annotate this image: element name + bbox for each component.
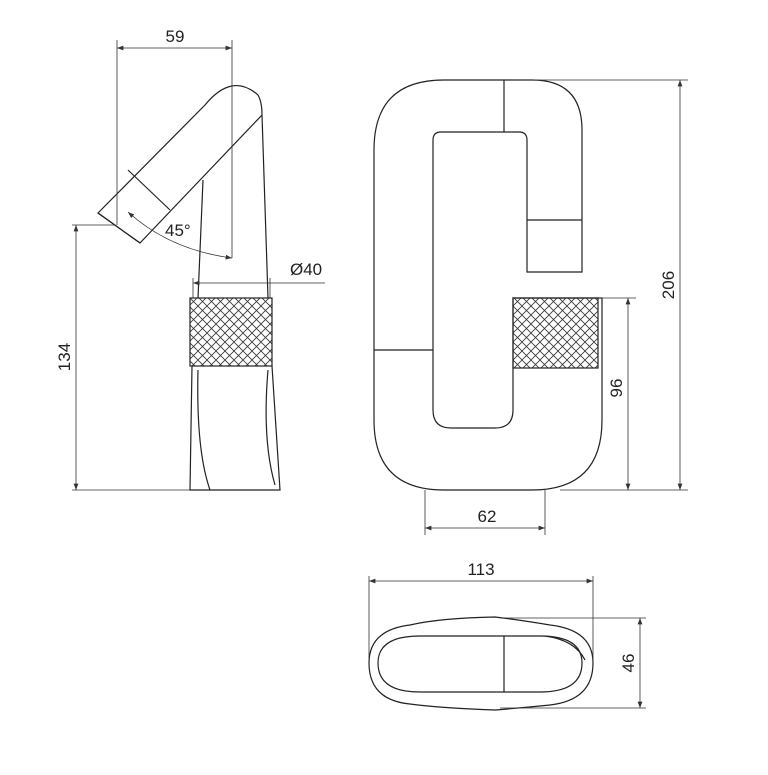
top-outline — [368, 616, 594, 711]
front-view: 206 96 62 — [373, 79, 688, 535]
dim-knurl-height: 96 — [607, 379, 626, 398]
top-view: 113 46 — [368, 560, 646, 711]
dim-body-diameter: Ø40 — [290, 260, 322, 279]
knurled-band — [189, 297, 273, 367]
body — [197, 114, 269, 299]
body-outline — [373, 79, 603, 491]
dim-spout-reach: 59 — [166, 27, 185, 46]
dim-total-height: 206 — [659, 271, 678, 299]
dim-base-width: 62 — [478, 507, 497, 526]
dim-total-length: 113 — [467, 560, 494, 579]
dim-spout-height: 134 — [55, 343, 74, 371]
dim-total-width: 46 — [619, 654, 638, 673]
side-view: 59 45° Ø40 134 — [55, 27, 325, 491]
spout — [97, 85, 263, 244]
knurled-band-front — [512, 297, 599, 369]
dim-spout-angle: 45° — [165, 221, 191, 240]
